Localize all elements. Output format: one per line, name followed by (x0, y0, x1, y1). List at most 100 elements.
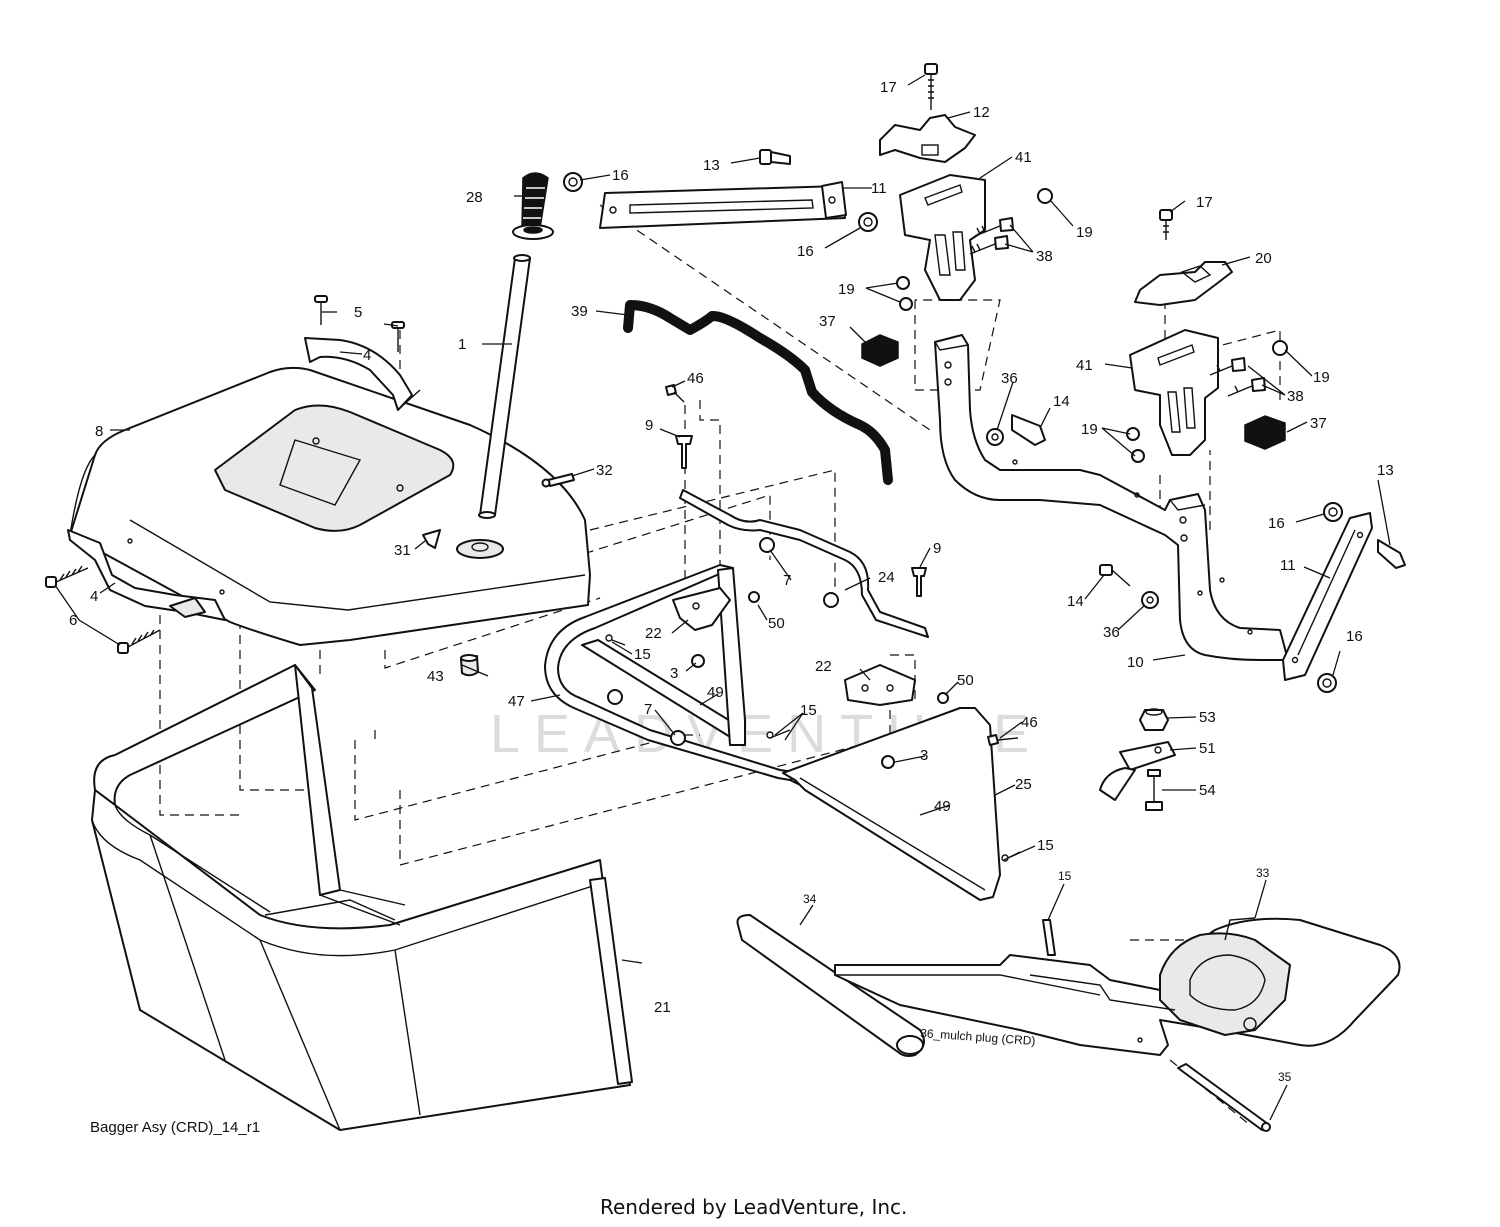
callout-36-bottom: 36 (1103, 624, 1120, 641)
plate-part-22-left (672, 587, 731, 631)
pin-part-32 (541, 473, 575, 488)
leader-lines (54, 74, 1391, 1121)
callout-21: 21 (654, 999, 671, 1016)
callout-16-b: 16 (797, 243, 814, 260)
callout-32: 32 (596, 462, 613, 479)
side-handle-part-4 (45, 529, 226, 654)
mount-bar-part-11-right (1282, 512, 1373, 681)
callout-43: 43 (427, 668, 444, 685)
callout-41-right: 41 (1076, 357, 1093, 374)
diagram-id-caption: Bagger Asy (CRD)_14_r1 (90, 1119, 260, 1136)
callout-16-d: 16 (1346, 628, 1363, 645)
callout-5: 5 (354, 304, 362, 321)
callout-16-a: 16 (612, 167, 629, 184)
callout-7-bottom: 7 (644, 701, 652, 718)
callout-22-right: 22 (815, 658, 832, 675)
bag-lid (69, 366, 591, 646)
bolt-part-17-right (1159, 209, 1173, 240)
callout-9-left: 9 (645, 417, 653, 434)
callout-46-bottom: 46 (1021, 714, 1038, 731)
bolt-part-17-top (924, 63, 938, 110)
callout-36-top: 36 (1001, 370, 1018, 387)
callouts: 17 12 13 11 16 16 41 19 38 19 17 20 41 1… (69, 79, 1394, 1084)
callout-13-right: 13 (1377, 462, 1394, 479)
bag (91, 664, 633, 1131)
clamp-part-20 (1134, 261, 1233, 306)
callout-15-d: 15 (1058, 869, 1072, 883)
callout-19-b: 19 (838, 281, 855, 298)
callout-19-a: 19 (1076, 224, 1093, 241)
callout-47: 47 (508, 693, 525, 710)
callout-11-top: 11 (871, 180, 887, 197)
callout-8: 8 (95, 423, 103, 440)
nut-part-19-right (1126, 340, 1288, 463)
black-tube-part-39 (623, 300, 893, 485)
callout-28: 28 (466, 189, 483, 206)
callout-20: 20 (1255, 250, 1272, 267)
footer-credit: Rendered by LeadVenture, Inc. (600, 1195, 907, 1219)
bolt-part-54 (1145, 769, 1163, 811)
mulch-plug-part-34 (736, 914, 925, 1057)
callout-14-top: 14 (1053, 393, 1070, 410)
callout-49-top: 49 (707, 684, 724, 701)
callout-35: 35 (1278, 1070, 1292, 1084)
washer-part-36 (986, 428, 1159, 609)
callout-54: 54 (1199, 782, 1216, 799)
bolt-part-13-top (759, 149, 791, 165)
screw-part-38-top (969, 217, 1014, 255)
callout-46-top: 46 (687, 370, 704, 387)
nut-part-19-top (896, 188, 1053, 311)
callout-19-d: 19 (1081, 421, 1098, 438)
clip-part-31 (422, 529, 441, 549)
callout-22-left: 22 (645, 625, 662, 642)
callout-3-right: 3 (920, 747, 928, 764)
hitch-tube-part-10 (934, 334, 1289, 661)
lid-handle (304, 337, 421, 411)
callout-19-c: 19 (1313, 369, 1330, 386)
callout-4-left: 4 (90, 588, 98, 605)
chute-part-33 (834, 917, 1401, 1056)
nut-part-16-top (563, 172, 878, 232)
callout-17-right: 17 (1196, 194, 1213, 211)
frame-part-25 (717, 567, 1001, 901)
block-part-37-left (861, 334, 899, 367)
callout-50-right: 50 (957, 672, 974, 689)
screw-part-38-right (1209, 357, 1266, 397)
nut-part-53 (1139, 708, 1169, 731)
grip-part-28 (512, 172, 554, 240)
callout-12: 12 (973, 104, 990, 121)
callout-34: 34 (803, 892, 817, 906)
callout-37-right: 37 (1310, 415, 1327, 432)
pin-part-15-cotter (1042, 919, 1056, 956)
block-part-37-right (1244, 415, 1286, 450)
callout-15-c: 15 (1037, 837, 1054, 854)
callout-17-top: 17 (880, 79, 897, 96)
frame-part-24 (679, 489, 929, 638)
callout-51: 51 (1199, 740, 1216, 757)
callout-15-b: 15 (800, 702, 817, 719)
mount-bar-part-11-top (599, 181, 847, 229)
callout-24: 24 (878, 569, 895, 586)
callout-6: 6 (69, 612, 77, 629)
bolt-part-14 (1011, 414, 1131, 587)
callout-3-left: 3 (670, 665, 678, 682)
callout-33: 33 (1256, 866, 1270, 880)
callout-49-bottom: 49 (934, 798, 951, 815)
callout-38-top: 38 (1036, 248, 1053, 265)
callout-11-right: 11 (1280, 557, 1296, 574)
callout-38-right: 38 (1287, 388, 1304, 405)
callout-13-top: 13 (703, 157, 720, 174)
callout-7-top: 7 (783, 572, 791, 589)
callout-9-right: 9 (933, 540, 941, 557)
bracket-part-41-top (899, 174, 986, 301)
callout-4-top: 4 (363, 347, 371, 364)
lever-part-51 (1099, 741, 1176, 801)
callout-37-left: 37 (819, 313, 836, 330)
callout-10: 10 (1127, 654, 1144, 671)
callout-25: 25 (1015, 776, 1032, 793)
callout-50-left: 50 (768, 615, 785, 632)
callout-53: 53 (1199, 709, 1216, 726)
callout-41-top: 41 (1015, 149, 1032, 166)
pin-part-35 (1177, 1063, 1271, 1132)
